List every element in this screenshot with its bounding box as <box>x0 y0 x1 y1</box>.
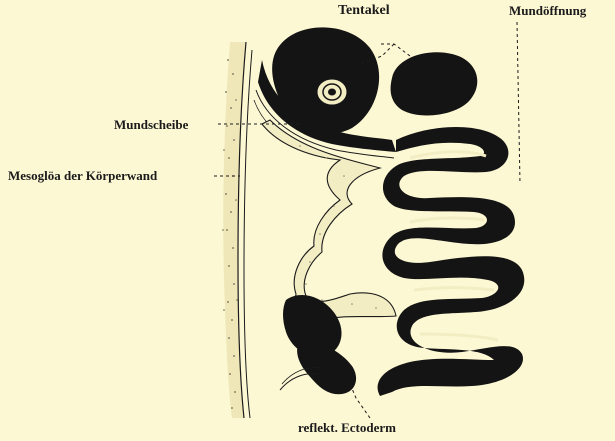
pharynx-folds <box>378 127 525 396</box>
tentacle-right <box>391 52 478 115</box>
label-mesogloea: Mesoglöa der Körperwand <box>8 168 157 184</box>
leader-reflekt <box>350 384 370 418</box>
label-mundscheibe: Mundscheibe <box>114 117 188 133</box>
label-tentakel: Tentakel <box>338 3 390 19</box>
disc-mesoglea-outline <box>262 120 396 322</box>
leader-tentakel-a <box>381 44 410 56</box>
leader-mundoeffnung <box>517 22 520 184</box>
label-reflekt-ectoderm: reflekt. Ectoderm <box>298 420 396 436</box>
body-wall <box>222 42 252 418</box>
label-mundoeffnung: Mundöffnung <box>509 3 586 19</box>
